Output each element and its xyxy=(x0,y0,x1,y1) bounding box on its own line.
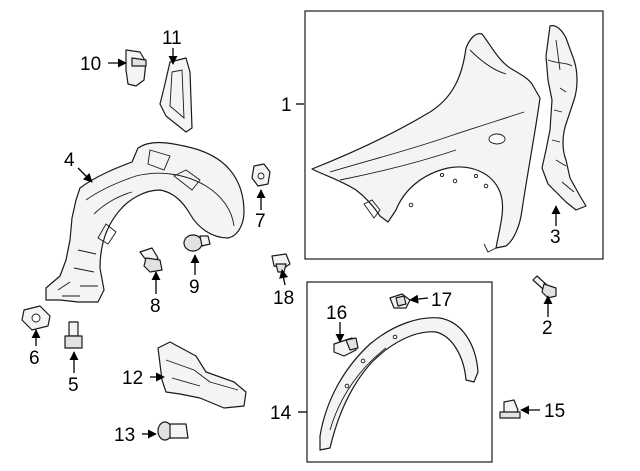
callout-9: 9 xyxy=(189,277,200,298)
callout-12: 12 xyxy=(122,368,143,389)
clip-18[interactable] xyxy=(271,253,291,273)
callout-14: 14 xyxy=(270,403,292,424)
callout-11: 11 xyxy=(162,28,182,49)
clip-16[interactable] xyxy=(333,337,359,357)
callout-8: 8 xyxy=(150,296,161,317)
callout-5: 5 xyxy=(68,375,79,396)
fender-assembly-box xyxy=(304,10,604,260)
callout-17: 17 xyxy=(431,290,452,311)
bolt-5[interactable] xyxy=(64,321,83,349)
leader-17 xyxy=(409,294,429,304)
push-clip-13[interactable] xyxy=(157,421,189,441)
clip-17[interactable] xyxy=(389,293,411,309)
leader-18 xyxy=(279,269,289,286)
splash-shield-12[interactable] xyxy=(157,341,247,409)
fender-panel[interactable] xyxy=(311,33,541,253)
clip-15[interactable] xyxy=(499,399,521,419)
callout-18: 18 xyxy=(273,288,294,309)
bracket-10[interactable] xyxy=(125,49,147,87)
callout-4: 4 xyxy=(64,150,75,171)
nut-clip-6[interactable] xyxy=(21,305,51,331)
callout-3: 3 xyxy=(550,227,561,248)
callout-7: 7 xyxy=(255,211,266,232)
fender-liner[interactable] xyxy=(45,141,245,303)
wheel-opening-molding[interactable] xyxy=(319,317,479,451)
callout-2: 2 xyxy=(542,318,553,339)
callout-1: 1 xyxy=(281,95,292,116)
callout-6: 6 xyxy=(29,348,40,369)
callout-16: 16 xyxy=(326,303,347,324)
wheel-opening-molding-box xyxy=(306,281,493,463)
push-clip-9[interactable] xyxy=(183,234,211,252)
push-clip-8[interactable] xyxy=(139,247,163,273)
leader-4 xyxy=(77,167,93,183)
callout-15: 15 xyxy=(544,401,565,422)
seal-pad-11[interactable] xyxy=(159,57,193,133)
fender-bracket[interactable] xyxy=(541,25,587,211)
callout-13: 13 xyxy=(114,425,135,446)
grommet-7[interactable] xyxy=(251,163,271,187)
bolt-2[interactable] xyxy=(532,275,557,299)
callout-10: 10 xyxy=(80,54,101,75)
